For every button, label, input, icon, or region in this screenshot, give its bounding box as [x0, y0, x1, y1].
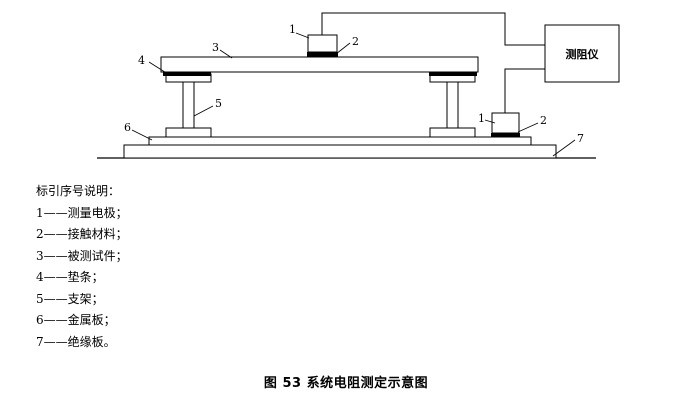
callout-2-bottom: 2	[540, 114, 547, 127]
callout-4: 4	[138, 54, 145, 67]
callout-5: 5	[215, 97, 222, 110]
legend-title: 标引序号说明：	[36, 184, 121, 198]
resistance-measurement-diagram: 测阻仪 1 2 3 4 5 6 1 2 7	[97, 12, 620, 159]
wire-bottom	[504, 68, 545, 113]
legend-item: 2——接触材料；	[36, 227, 128, 241]
callout-2-top: 2	[352, 35, 359, 48]
support-right	[429, 73, 476, 138]
electrode-top	[307, 34, 338, 53]
insulating-board	[123, 144, 557, 159]
callout-1-bottom: 1	[478, 112, 485, 125]
callout-3: 3	[212, 41, 219, 54]
electrode-bottom	[491, 112, 520, 134]
contact-material-bottom	[491, 133, 520, 137]
spacer-strip-left	[163, 72, 211, 76]
resistance-meter-box	[544, 24, 620, 83]
legend-item: 4——垫条；	[36, 270, 104, 284]
callout-6: 6	[124, 121, 131, 134]
callout-1-top: 1	[289, 23, 296, 36]
callout-7: 7	[577, 132, 584, 145]
test-specimen	[160, 56, 479, 73]
legend-item: 6——金属板；	[36, 313, 116, 327]
legend-item: 1——测量电极；	[36, 205, 128, 220]
metal-plate	[148, 136, 532, 146]
resistance-meter-label: 测阻仪	[566, 47, 600, 61]
legend-item: 5——支架；	[36, 291, 104, 306]
legend-item: 3——被测试件；	[36, 248, 128, 263]
legend: 标引序号说明： 1——测量电极； 2——接触材料； 3——被测试件； 4——垫条…	[36, 181, 128, 353]
wire-top	[321, 12, 545, 46]
contact-material-top	[307, 52, 338, 57]
spacer-strip-right	[429, 72, 477, 76]
callout-leaders	[131, 32, 576, 157]
support-left	[165, 73, 212, 138]
figure-caption: 图 53 系统电阻测定示意图	[263, 376, 429, 391]
legend-item: 7——绝缘板。	[36, 334, 116, 349]
